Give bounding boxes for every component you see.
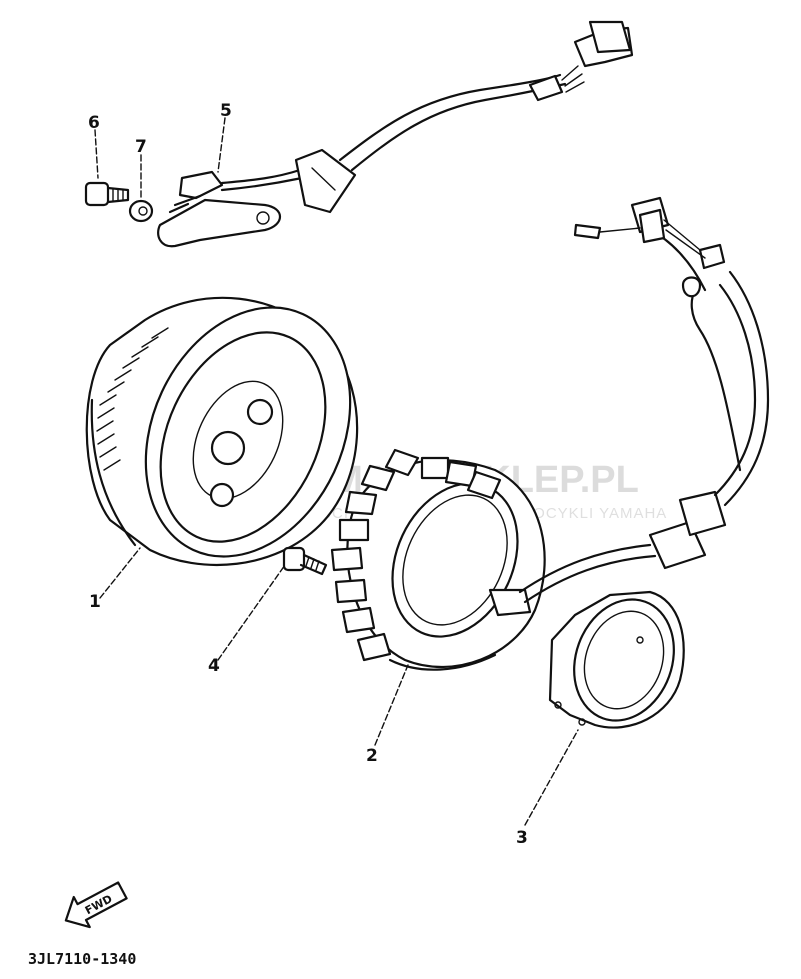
part-5-pickup-coil <box>157 20 634 248</box>
callout-2: 2 <box>366 746 378 766</box>
callout-5: 5 <box>220 101 232 121</box>
part-4-screw <box>282 546 328 576</box>
part-2-stator <box>330 448 657 671</box>
part-1-rotor <box>85 296 359 566</box>
callout-1: 1 <box>89 592 101 612</box>
stator-harness <box>573 196 770 570</box>
callout-3: 3 <box>516 828 528 848</box>
fwd-arrow: FWD <box>64 881 128 929</box>
callout-6: 6 <box>88 113 100 133</box>
part-6-bolt <box>84 181 130 207</box>
part-7-washer <box>128 199 154 223</box>
diagram-code: 3JL7110-1340 <box>28 950 136 968</box>
callout-7: 7 <box>135 137 147 157</box>
leader-lines <box>94 117 579 826</box>
part-3-stator-holder <box>548 590 685 729</box>
callouts: 6 7 5 1 4 2 3 <box>88 101 528 848</box>
callout-4: 4 <box>208 656 220 676</box>
